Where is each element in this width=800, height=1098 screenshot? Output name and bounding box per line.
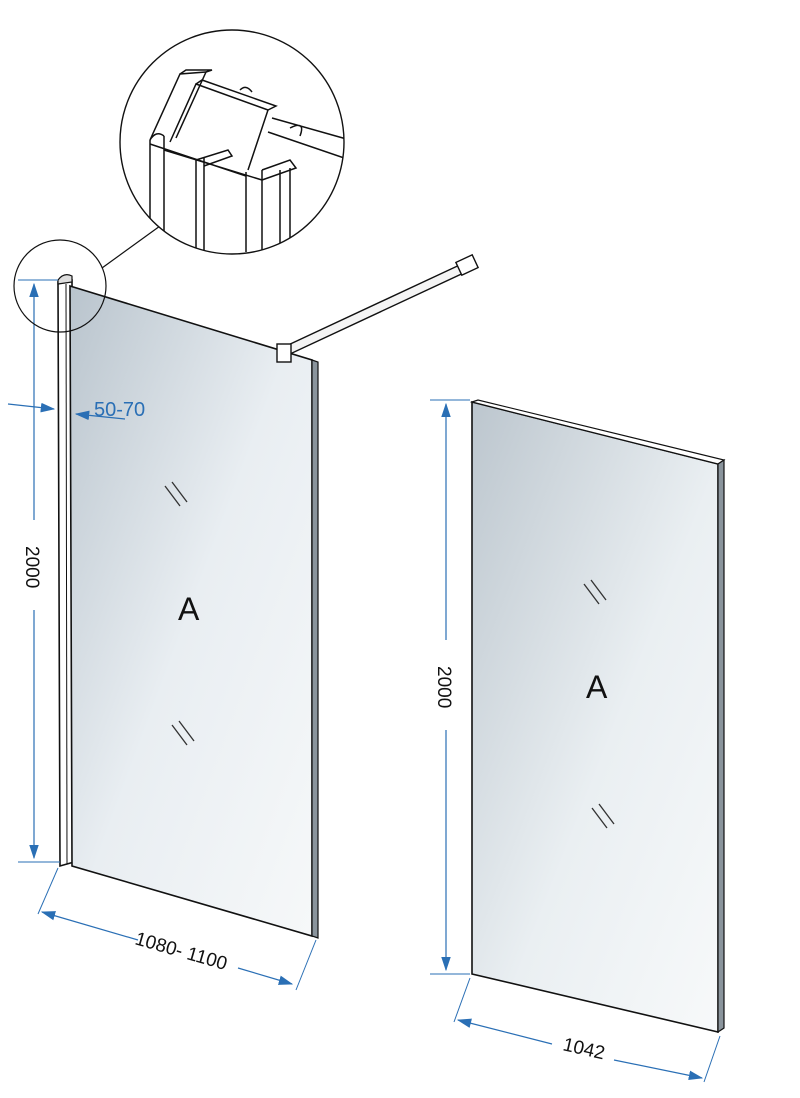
left-panel-assembly: A 2000 50-70 1080- 1100 — [7, 253, 480, 991]
right-panel-label: A — [586, 669, 608, 705]
left-width-text: 1080- 1100 — [133, 929, 230, 975]
right-panel-assembly: A 2000 1042 — [430, 399, 726, 1083]
left-height-text: 2000 — [21, 546, 42, 588]
glass-mark-icon — [171, 720, 195, 746]
glass-mark-icon — [583, 579, 607, 605]
stabilizer-bar — [276, 253, 480, 363]
left-panel-label: A — [178, 591, 200, 627]
glass-mark-icon — [164, 481, 188, 507]
gap-dimension: 50-70 — [7, 399, 145, 421]
magnified-profile-detail-icon — [13, 29, 345, 333]
left-height-dimension: 2000 — [18, 279, 60, 863]
right-height-text: 2000 — [433, 666, 454, 708]
right-glass-panel — [471, 400, 719, 1034]
right-height-dimension: 2000 — [430, 399, 470, 975]
gap-text: 50-70 — [94, 399, 145, 421]
right-width-text: 1042 — [561, 1034, 607, 1064]
glass-mark-icon — [591, 803, 615, 829]
